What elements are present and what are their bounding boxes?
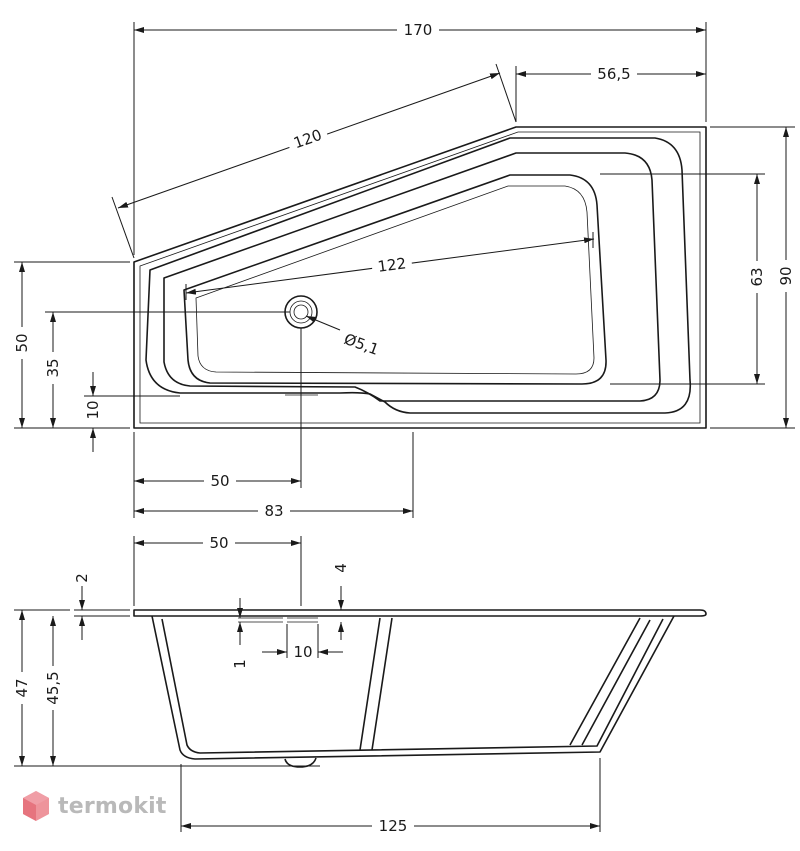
dim-45-5-label: 45,5 <box>44 671 62 704</box>
dim-83-label: 83 <box>264 502 283 520</box>
cube-icon <box>23 791 49 821</box>
dim-section-50-label: 50 <box>209 534 228 552</box>
dim-2-label: 2 <box>73 573 91 583</box>
basin-floor-contour <box>183 174 607 385</box>
drain-diameter-label: Ø5,1 <box>342 330 382 359</box>
section-right-wall <box>569 617 651 746</box>
section-view: 50 2 4 1 10 <box>12 533 707 836</box>
dim-63-label: 63 <box>748 267 766 286</box>
basin-mid-contour <box>163 152 661 402</box>
dim-56-5-label: 56,5 <box>597 65 630 83</box>
dim-35-label: 35 <box>44 358 62 377</box>
drain-leader <box>305 315 341 331</box>
basin-floor-inner <box>195 185 595 375</box>
dim-120-label: 120 <box>291 126 324 153</box>
section-rim <box>133 609 707 617</box>
section-inner-wall <box>359 617 393 751</box>
dim-1-label: 1 <box>231 659 249 669</box>
dim-10-step-label: 10 <box>84 400 102 419</box>
section-drain <box>284 757 317 768</box>
dim-125-label: 125 <box>379 817 408 835</box>
basin-outer-contour <box>145 137 692 414</box>
drain-middle-ring <box>289 300 313 324</box>
dim-90-label: 90 <box>777 266 795 285</box>
dim-170-label: 170 <box>404 21 433 39</box>
section-shell-outer <box>151 615 675 760</box>
dim-50-bottom-label: 50 <box>210 472 229 490</box>
dim-4-label: 4 <box>332 563 350 573</box>
plan-view: 170 56,5 120 122 90 <box>12 20 796 521</box>
watermark-logo: termokit <box>22 786 167 826</box>
dim-47-label: 47 <box>13 678 31 697</box>
section-shell-inner <box>161 618 664 754</box>
tub-rim-inner <box>139 131 701 424</box>
watermark-brand: termokit <box>58 793 167 819</box>
dim-122-label: 122 <box>376 254 407 276</box>
dim-slot-10-label: 10 <box>293 643 312 661</box>
dim-50-left-label: 50 <box>13 333 31 352</box>
drain-inner-ring <box>293 304 309 320</box>
